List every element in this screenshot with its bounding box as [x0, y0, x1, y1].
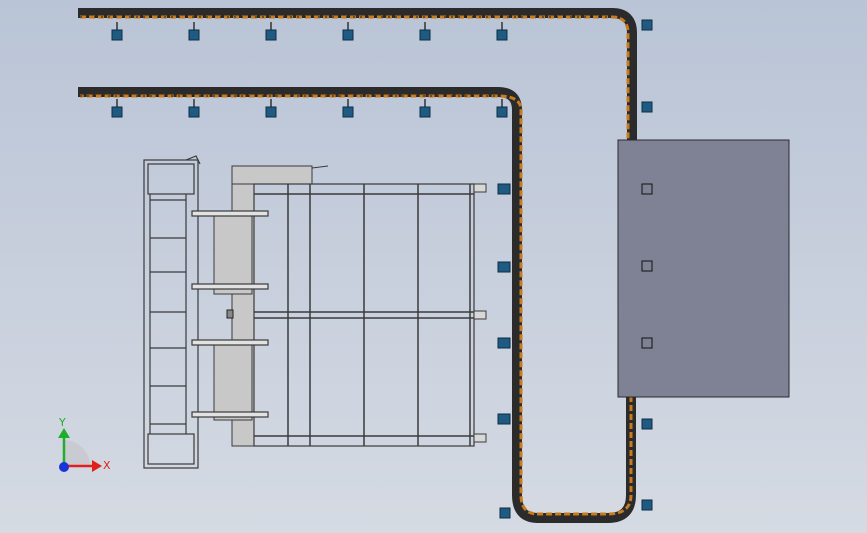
right-conveyor-run[interactable]	[78, 87, 636, 523]
upper-conveyor-hangers	[111, 99, 508, 118]
hanger-block	[111, 106, 123, 118]
z-axis-dot	[59, 462, 69, 472]
right-conveyor-chain	[80, 94, 633, 516]
hanger-block	[496, 106, 508, 118]
y-axis-label: Y	[58, 416, 66, 429]
x-axis-arrow	[92, 460, 102, 472]
cabinet-marker	[641, 337, 653, 349]
hanger-block	[188, 29, 200, 41]
gray-panel-block	[213, 339, 253, 421]
motor-block	[641, 499, 653, 511]
hanger-block	[188, 106, 200, 118]
right-conveyor-rail	[78, 87, 636, 523]
top-conveyor-chain	[80, 15, 630, 140]
gray-panel-block	[213, 213, 253, 295]
hanger-block	[265, 106, 277, 118]
hanger-block	[111, 29, 123, 41]
hanger-block	[342, 29, 354, 41]
side-conveyor-hangers	[497, 183, 511, 425]
control-cabinet[interactable]	[617, 139, 790, 398]
frame-stubs	[473, 183, 487, 443]
top-conveyor[interactable]	[78, 8, 637, 140]
cabinet-marker	[641, 183, 653, 195]
right-rail-motors	[499, 19, 653, 519]
y-axis-arrow	[58, 428, 70, 438]
frame-back-plate	[231, 165, 313, 185]
frame-grid	[254, 184, 474, 446]
frame-top-tab	[311, 165, 329, 169]
axis-triad: Y X	[58, 416, 111, 472]
hanger-block	[496, 29, 508, 41]
cabinet-body	[617, 139, 790, 398]
side-hanger-block	[497, 183, 511, 195]
motor-block	[499, 507, 511, 519]
hanger-block	[342, 106, 354, 118]
ladder-bottom-box	[147, 433, 195, 465]
side-hanger-block	[497, 337, 511, 349]
cabinet-marker	[641, 260, 653, 272]
main-frame[interactable]	[191, 165, 487, 447]
motor-block	[641, 101, 653, 113]
ladder-outer	[143, 159, 199, 469]
x-axis-label: X	[103, 459, 111, 472]
side-hanger-block	[497, 261, 511, 273]
motor-block	[641, 418, 653, 430]
side-hanger-block	[497, 413, 511, 425]
hanger-block	[419, 106, 431, 118]
horizontal-arms	[191, 210, 269, 418]
hanger-block	[265, 29, 277, 41]
hanger-block	[419, 29, 431, 41]
motor-block	[641, 19, 653, 31]
ladder-top-box	[147, 163, 195, 195]
top-conveyor-rail-outer	[78, 8, 637, 140]
small-latch	[226, 309, 234, 319]
triad-arc	[64, 440, 90, 466]
top-conveyor-hangers	[111, 22, 508, 41]
left-ladder-frame[interactable]	[143, 155, 201, 469]
ladder-hook	[185, 155, 201, 165]
